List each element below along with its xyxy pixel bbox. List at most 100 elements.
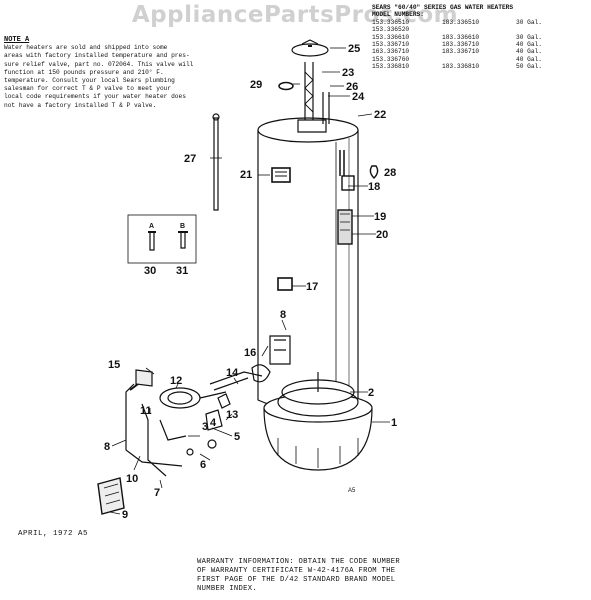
- model-cell: 50 Gal.: [516, 63, 542, 71]
- callout-17: 17: [306, 281, 318, 293]
- base-pan: [263, 393, 373, 471]
- callout-10: 10: [126, 473, 138, 485]
- callout-3: 3: [202, 421, 208, 433]
- callout-12: 12: [170, 375, 182, 387]
- model-numbers: SEARS "60/40" SERIES GAS WATER HEATERS M…: [372, 4, 590, 71]
- anode-ring: [278, 81, 294, 91]
- screw-inset: [127, 214, 197, 264]
- callout-18: 18: [368, 181, 380, 193]
- warranty-line: NUMBER INDEX.: [197, 585, 257, 593]
- note-title: NOTE A: [4, 36, 30, 44]
- models-title: SEARS "60/40" SERIES GAS WATER HEATERS: [372, 4, 514, 11]
- inset-letter-a: A: [149, 223, 154, 230]
- callout-30: 30: [144, 265, 156, 277]
- warranty-line: OF WARRANTY CERTIFICATE W-42-4176A FROM …: [197, 567, 396, 575]
- callout-28: 28: [384, 167, 396, 179]
- note-line: areas with factory installed temperature…: [4, 52, 190, 60]
- model-cell: 153.336710: [372, 41, 410, 49]
- callout-8: 8: [104, 441, 110, 453]
- model-cell: 183.336710: [442, 41, 480, 49]
- note-line: sure relief valve, part no. 072064. This…: [4, 60, 194, 68]
- model-row: 153.336510 183.336510 30 Gal.: [372, 19, 590, 26]
- drain-valve-28: [369, 165, 379, 179]
- model-cell: 30 Gal.: [516, 33, 542, 41]
- note-a: NOTE A Water heaters are sold and shippe…: [4, 36, 240, 110]
- note-line: Water heaters are sold and shipped into …: [4, 44, 168, 52]
- callout-13: 13: [226, 409, 238, 421]
- callout-5: 5: [234, 431, 240, 443]
- model-row: 153.336710 183.336710 40 Gal.: [372, 41, 590, 48]
- gas-control-thermostat: [159, 387, 227, 409]
- burner-door: [97, 477, 125, 515]
- model-cell: 183.336810: [442, 63, 480, 71]
- callout-20: 20: [376, 229, 388, 241]
- access-panel: [337, 209, 353, 245]
- model-cell: 40 Gal.: [516, 48, 542, 56]
- pilot-tubing: [125, 383, 187, 477]
- rating-plate: [271, 167, 291, 183]
- callout-1: 1: [391, 417, 397, 429]
- models-subtitle: MODEL NUMBERS:: [372, 11, 424, 19]
- model-cell: 183.336510: [442, 18, 480, 26]
- watermark: AppliancePartsPros.com: [131, 2, 459, 28]
- callout-15: 15: [108, 359, 120, 371]
- callout-2: 2: [368, 387, 374, 399]
- figure-code: A5: [348, 488, 356, 494]
- thermostat-probe: [212, 113, 220, 211]
- model-row: 153.336610 183.336610 30 Gal.: [372, 34, 590, 41]
- warranty-info: WARRANTY INFORMATION: OBTAIN THE CODE NU…: [197, 558, 587, 594]
- model-cell: 183.336610: [442, 33, 480, 41]
- callout-9: 9: [122, 509, 128, 521]
- warranty-line: FIRST PAGE OF THE D/42 STANDARD BRAND MO…: [197, 576, 396, 584]
- model-cell: 153.336610: [372, 33, 410, 41]
- leader-lines: [109, 47, 390, 515]
- callout-21: 21: [240, 169, 252, 181]
- model-cell: 153.336810: [372, 63, 410, 71]
- manifold-tube: [209, 335, 291, 391]
- callout-16: 16: [244, 347, 256, 359]
- model-cell: 153.336760: [372, 55, 410, 63]
- callout-25: 25: [348, 43, 360, 55]
- model-row: 153.336810 183.336810 50 Gal.: [372, 63, 590, 70]
- callout-26: 26: [346, 81, 358, 93]
- note-line: function at 150 pounds pressure and 210°…: [4, 68, 164, 76]
- callout-7: 7: [154, 487, 160, 499]
- model-cell: 183.336710: [442, 48, 480, 56]
- model-row: 153.336520: [372, 26, 590, 33]
- callout-23: 23: [342, 67, 354, 79]
- fittings: [186, 393, 231, 456]
- note-line: temperature. Consult your local Sears pl…: [4, 77, 175, 85]
- callout-27: 27: [184, 153, 196, 165]
- warranty-line: WARRANTY INFORMATION: OBTAIN THE CODE NU…: [197, 558, 400, 566]
- relief-valve: [341, 175, 355, 191]
- tank-body: [257, 117, 359, 412]
- flue-baffle: [297, 62, 330, 133]
- callout-11: 11: [140, 405, 152, 417]
- model-cell: 153.336510: [372, 18, 410, 26]
- callout-29: 29: [250, 79, 262, 91]
- note-line: not have a factory installed T & P valve…: [4, 101, 157, 109]
- model-cell: 40 Gal.: [516, 41, 542, 49]
- model-row: 163.336710 183.336710 40 Gal.: [372, 48, 590, 55]
- callout-6: 6: [200, 459, 206, 471]
- callout-19: 19: [374, 211, 386, 223]
- model-cell: 153.336520: [372, 26, 410, 34]
- instruction-label: [277, 277, 293, 291]
- inset-letter-b: B: [180, 223, 185, 230]
- revision-date: APRIL, 1972 A5: [18, 530, 89, 538]
- note-line: salesman for correct T & P valve to meet…: [4, 85, 172, 93]
- callout-14: 14: [226, 367, 239, 379]
- callout-24: 24: [352, 91, 365, 103]
- callout-22: 22: [374, 109, 386, 121]
- callout-8-upper: 8: [280, 309, 286, 321]
- burner: [277, 372, 359, 417]
- callout-31: 31: [176, 265, 188, 277]
- note-line: local code requirements if your water he…: [4, 93, 186, 101]
- draft-hood: [291, 39, 329, 57]
- model-cell: 30 Gal.: [516, 18, 542, 26]
- pilot-bracket: [135, 369, 153, 387]
- callout-4: 4: [210, 417, 217, 429]
- model-cell: 163.336710: [372, 48, 410, 56]
